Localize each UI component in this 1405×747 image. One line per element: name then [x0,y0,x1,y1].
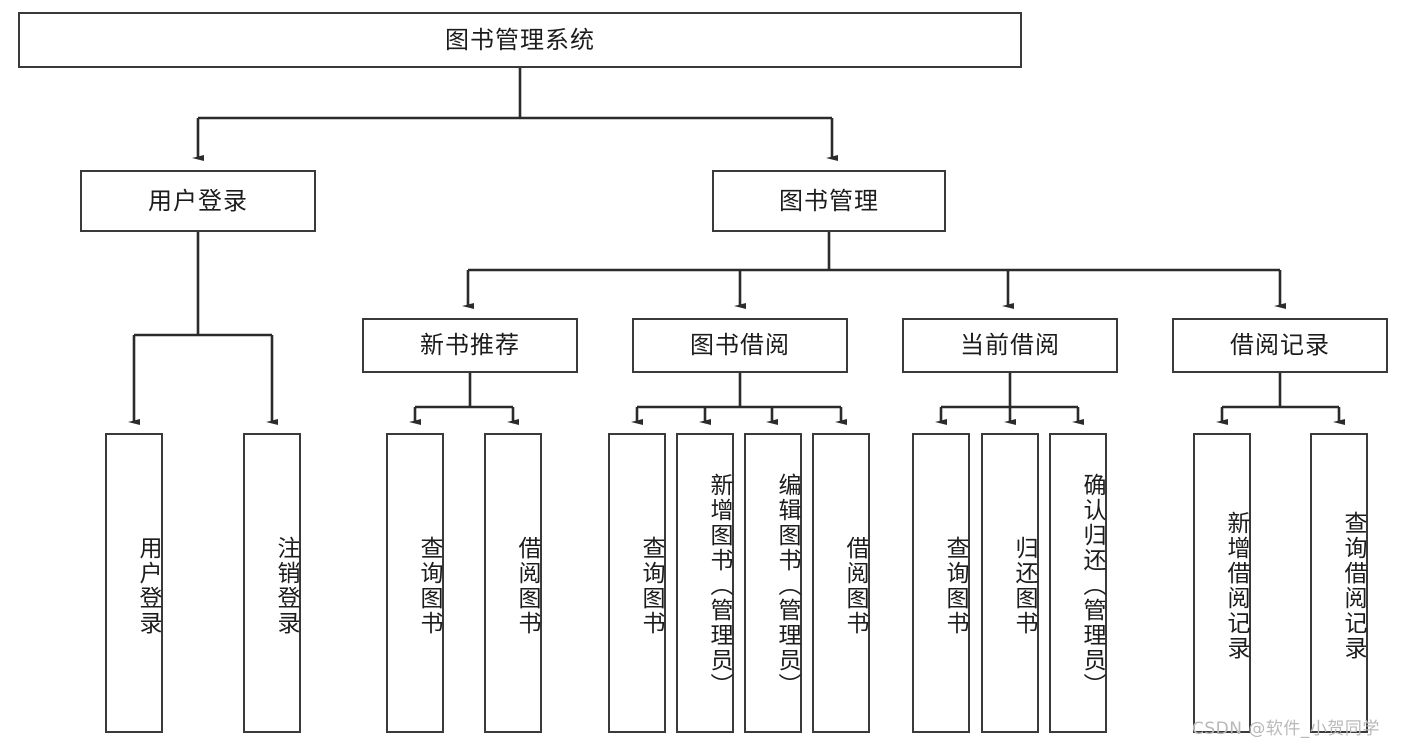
node-book-management[interactable]: 图书管理 [712,170,946,232]
node-leaf-confirm-return-admin[interactable]: 确认归还（管理员） [1049,433,1107,733]
node-leaf-query-borrow-record[interactable]: 查询借阅记录 [1310,433,1368,733]
node-leaf-logout[interactable]: 注销登录 [243,433,301,733]
node-user-login-label: 用户登录 [148,186,248,215]
node-leaf-return-book-label: 归还图书 [1011,536,1037,636]
node-leaf-add-borrow-record[interactable]: 新增借阅记录 [1193,433,1251,733]
node-leaf-edit-book-admin-label: 编辑图书（管理员） [774,472,800,698]
node-borrow-record-label: 借阅记录 [1230,331,1330,360]
node-leaf-query-borrow-record-label: 查询借阅记录 [1340,511,1366,661]
node-leaf-user-login[interactable]: 用户登录 [105,433,163,733]
node-borrow-record[interactable]: 借阅记录 [1172,318,1388,373]
node-leaf-confirm-return-admin-label: 确认归还（管理员） [1079,472,1105,698]
node-leaf-query-book-3[interactable]: 查询图书 [912,433,970,733]
node-leaf-query-book-1[interactable]: 查询图书 [386,433,444,733]
csdn-watermark: CSDN @软件_小贺同学 [1192,719,1380,739]
node-leaf-add-borrow-record-label: 新增借阅记录 [1223,511,1249,661]
node-leaf-borrow-book-2[interactable]: 借阅图书 [812,433,870,733]
node-new-book-recommend[interactable]: 新书推荐 [362,318,578,373]
node-current-borrow[interactable]: 当前借阅 [902,318,1118,373]
node-leaf-query-book-2-label: 查询图书 [638,536,664,636]
node-leaf-logout-label: 注销登录 [273,536,299,636]
node-leaf-borrow-book-2-label: 借阅图书 [842,536,868,636]
node-root-label: 图书管理系统 [445,25,595,54]
node-leaf-add-book-admin[interactable]: 新增图书（管理员） [676,433,734,733]
node-leaf-query-book-3-label: 查询图书 [942,536,968,636]
node-leaf-query-book-2[interactable]: 查询图书 [608,433,666,733]
node-leaf-user-login-label: 用户登录 [135,536,161,636]
node-leaf-add-book-admin-label: 新增图书（管理员） [706,472,732,698]
node-current-borrow-label: 当前借阅 [960,331,1060,360]
node-book-borrow[interactable]: 图书借阅 [632,318,848,373]
node-leaf-return-book[interactable]: 归还图书 [981,433,1039,733]
node-leaf-query-book-1-label: 查询图书 [416,536,442,636]
node-leaf-borrow-book-1-label: 借阅图书 [514,536,540,636]
node-new-book-recommend-label: 新书推荐 [420,331,520,360]
node-leaf-borrow-book-1[interactable]: 借阅图书 [484,433,542,733]
node-leaf-edit-book-admin[interactable]: 编辑图书（管理员） [744,433,802,733]
node-user-login[interactable]: 用户登录 [80,170,316,232]
node-book-borrow-label: 图书借阅 [690,331,790,360]
node-root[interactable]: 图书管理系统 [18,12,1022,68]
node-book-management-label: 图书管理 [779,186,879,215]
